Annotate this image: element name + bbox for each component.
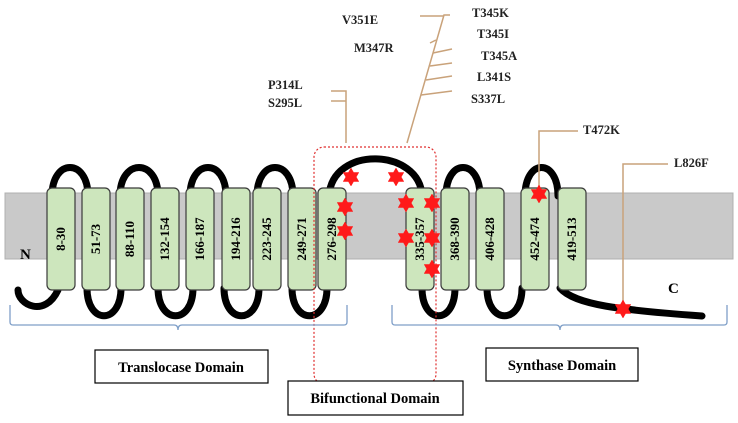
- helix-223-245: [252, 187, 282, 291]
- mutation-t345i-label: T345I: [477, 27, 509, 41]
- helix-label: 51-73: [88, 223, 103, 254]
- helix-label: 452-474: [527, 217, 542, 261]
- mutation-p314l-label: P314L: [268, 78, 303, 92]
- mutation-m347r-label: M347R: [354, 41, 395, 55]
- helix-51-73: [81, 187, 111, 291]
- helix-132-154: [150, 187, 180, 291]
- helix-88-110: [115, 187, 145, 291]
- domain-brackets: [9, 305, 728, 331]
- bifunctional-domain-box: [287, 380, 464, 416]
- helix-label: 132-154: [157, 217, 172, 261]
- helix-label: 419-513: [564, 217, 579, 261]
- mutation-star-icon: [614, 299, 632, 319]
- synthase-bracket: [391, 305, 728, 331]
- helix-label: 249-271: [294, 217, 309, 260]
- mutation-star-icon: [387, 167, 405, 187]
- mutation-s337l-label: S337L: [471, 92, 505, 106]
- top-loops: [48, 155, 562, 200]
- bottom-loops: [14, 284, 706, 320]
- mutation-l826f-label: L826F: [674, 156, 709, 170]
- translocase-domain-label: Translocase Domain: [118, 360, 244, 376]
- synthase-domain-label: Synthase Domain: [508, 358, 616, 374]
- mutation-l341s-label: L341S: [477, 70, 511, 84]
- translocase-bracket: [9, 305, 348, 331]
- bifunctional-domain-label: Bifunctional Domain: [310, 391, 439, 407]
- helix-label: 368-390: [447, 217, 462, 260]
- synthase-domain-box: [485, 347, 639, 382]
- helix-label: 276-298: [324, 217, 339, 261]
- mutation-s295l-label: S295L: [268, 96, 302, 110]
- helix-label: 194-216: [228, 217, 243, 261]
- mutation-t345k-label: T345K: [472, 6, 509, 20]
- helix-label: 166-187: [192, 217, 207, 261]
- helix-276-298: [317, 187, 347, 291]
- helix-406-428: [475, 187, 505, 291]
- membrane-band: [4, 192, 734, 260]
- helix-166-187: [185, 187, 215, 291]
- helix-label: 406-428: [482, 217, 497, 261]
- helix-label: 88-110: [122, 221, 137, 257]
- helix-249-271: [287, 187, 317, 291]
- mutation-t345a-label: T345A: [481, 49, 517, 63]
- helix-368-390: [440, 187, 470, 291]
- helix-8-30: [46, 187, 76, 291]
- n-terminus-label: N: [20, 247, 31, 263]
- mutation-pointer-lines: [331, 14, 668, 309]
- helix-194-216: [221, 187, 251, 291]
- helix-label: 8-30: [53, 227, 68, 251]
- helix-419-513: [557, 187, 587, 291]
- helix-label: 335-357: [412, 217, 427, 261]
- c-terminus-label: C: [668, 281, 679, 297]
- helix-452-474: [520, 187, 550, 291]
- mutation-v351e-label: V351E: [342, 13, 378, 27]
- mutation-t472k-label: T472K: [583, 123, 620, 137]
- translocase-domain-box: [94, 349, 269, 384]
- helix-label: 223-245: [259, 217, 274, 261]
